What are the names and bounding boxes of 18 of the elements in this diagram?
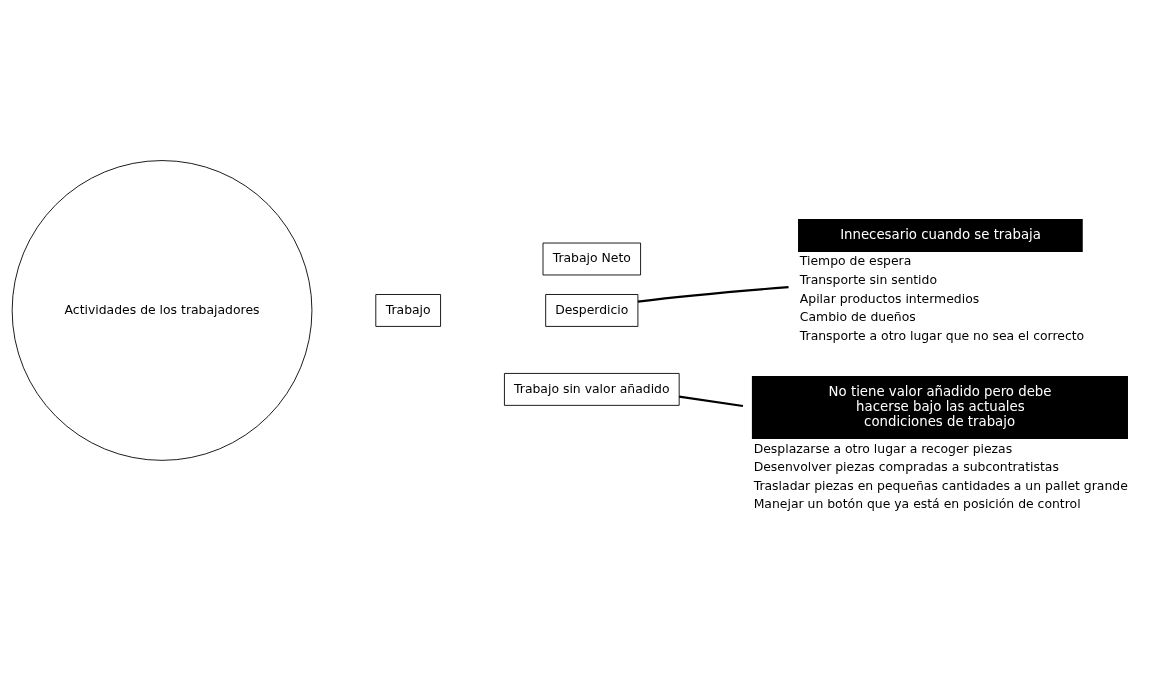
connector	[679, 395, 744, 408]
node-label: Transporte sin sentido	[799, 272, 938, 288]
node-label: Tiempo de espera	[799, 253, 912, 269]
node-label: Transporte a otro lugar que no sea el correcto	[799, 327, 1085, 343]
node-label: Cambio de dueños	[799, 309, 916, 325]
node-box: Innecesario cuando se trabaja	[798, 219, 1083, 252]
node-box: No tiene valor añadido pero debe hacerse bajo las actuales condiciones de trabajo	[751, 376, 1128, 440]
node-box: Trabajo	[375, 294, 441, 327]
node-label: Manejar un botón que ya está en posición de control	[753, 496, 1081, 512]
node-circle: Actividades de los trabajadores	[11, 160, 313, 461]
node-label: Trasladar piezas en pequeñas cantidades a un pallet grande	[753, 477, 1128, 493]
node-label: Desenvolver piezas compradas a subcontratistas	[753, 459, 1059, 475]
node-box: Trabajo sin valor añadido	[504, 373, 680, 406]
node-label: Desplazarse a otro lugar a recoger piezas	[753, 440, 1013, 456]
node-box: Desperdicio	[545, 294, 639, 327]
node-label: Apilar productos intermedios	[799, 290, 980, 306]
node-box: Trabajo Neto	[542, 242, 642, 276]
connector	[637, 286, 789, 303]
